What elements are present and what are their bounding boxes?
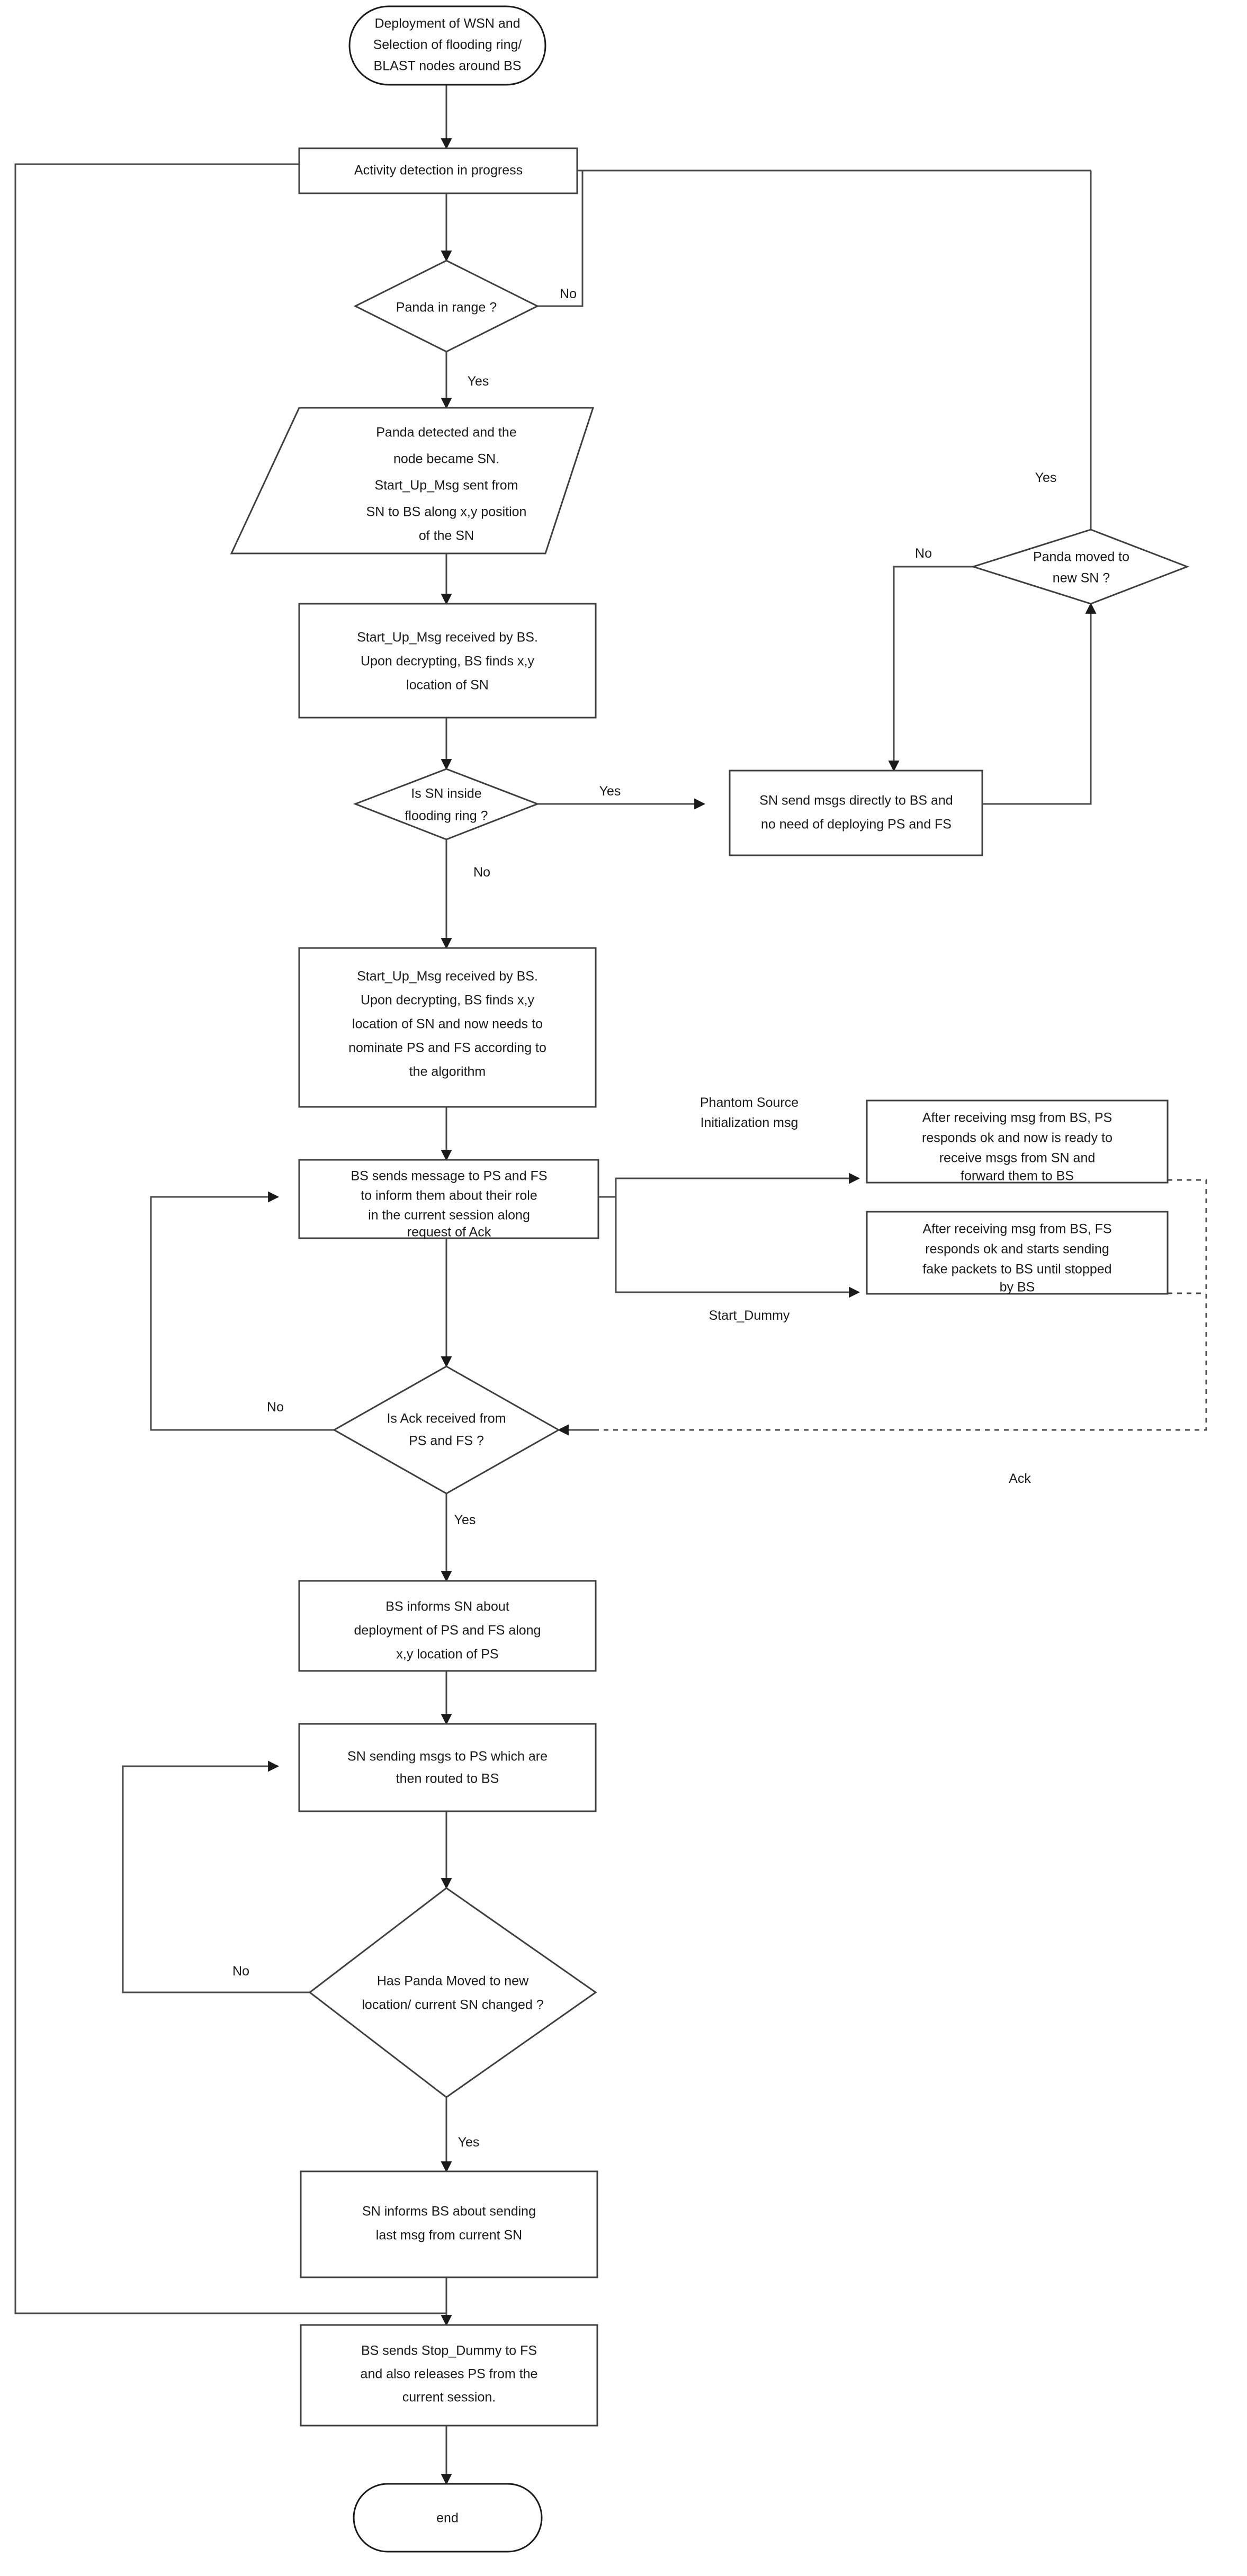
start-line-3: BLAST nodes around BS xyxy=(374,59,522,74)
nominate-line-4: nominate PS and FS according to xyxy=(348,1041,546,1056)
role-line-2: to inform them about their role xyxy=(361,1188,537,1203)
sn-send-direct-box: SN send msgs directly to BS and no need … xyxy=(729,770,983,856)
nominate-line-2: Upon decrypting, BS finds x,y xyxy=(361,993,534,1008)
role-line-1: BS sends message to PS and FS xyxy=(351,1169,547,1184)
panda-moved-line-2: new SN ? xyxy=(1053,571,1110,586)
edge-panda-moved-no xyxy=(888,566,973,772)
ps-line-3: receive msgs from SN and xyxy=(939,1151,1096,1166)
edge-label-no-panda-moved-sn: No xyxy=(915,546,932,561)
sn-informs-bs-box: SN informs BS about sending last msg fro… xyxy=(300,2170,598,2278)
panda-moved-location-decision: Has Panda Moved to new location/ current… xyxy=(308,1887,597,2098)
edge-label-no-panda-range: No xyxy=(560,287,577,301)
start-line-1: Deployment of WSN and xyxy=(374,16,520,31)
sn-direct-line-1: SN send msgs directly to BS and xyxy=(759,793,953,808)
sn-direct-line-2: no need of deploying PS and FS xyxy=(761,817,952,832)
moved-loc-line-1: Has Panda Moved to new xyxy=(377,1974,529,1989)
ack-line-2: PS and FS ? xyxy=(409,1434,484,1448)
edge-panda-range-no-riser xyxy=(537,171,584,307)
edge-label-no-sn-inside: No xyxy=(473,865,490,880)
bs-informs-sn-box: BS informs SN about deployment of PS and… xyxy=(298,1580,597,1672)
edge-label-layer: No Yes Yes No Yes No Phantom Source Init… xyxy=(232,287,1056,2150)
detected-line-3: Start_Up_Msg sent from xyxy=(375,478,518,493)
nominate-line-5: the algorithm xyxy=(409,1065,486,1079)
panda-moved-line-1: Panda moved to xyxy=(1033,550,1129,565)
bs-sends-stop-dummy-box: BS sends Stop_Dummy to FS and also relea… xyxy=(300,2324,598,2427)
fs-line-3: fake packets to BS until stopped xyxy=(922,1262,1111,1277)
edge-label-yes-sn-inside: Yes xyxy=(599,784,621,799)
ack-line-1: Is Ack received from xyxy=(387,1411,506,1426)
edge-label-no-ack: No xyxy=(267,1400,284,1415)
edge-label-phantom-init-line-1: Phantom Source xyxy=(700,1095,799,1110)
sn-inside-line-1: Is SN inside xyxy=(411,786,481,801)
sending-line-1: SN sending msgs to PS which are xyxy=(347,1749,548,1764)
edge-label-yes-panda-moved-loc: Yes xyxy=(458,2135,480,2150)
nominate-line-3: location of SN and now needs to xyxy=(352,1017,543,1032)
startup-line-3: location of SN xyxy=(406,678,489,693)
role-line-4: request of Ack xyxy=(407,1225,491,1240)
stop-line-2: and also releases PS from the xyxy=(361,2367,538,2382)
detected-line-5: of the SN xyxy=(419,529,474,543)
activity-line-1: Activity detection in progress xyxy=(354,163,523,178)
edge-label-yes-panda-moved-sn: Yes xyxy=(1035,470,1057,485)
ps-line-4: forward them to BS xyxy=(961,1169,1074,1184)
connector-layer xyxy=(14,85,1207,2485)
activity-detection-box: Activity detection in progress xyxy=(298,147,578,194)
edge-label-yes-panda-range: Yes xyxy=(468,374,489,389)
end-terminator: end xyxy=(353,2483,543,2553)
ps-line-1: After receiving msg from BS, PS xyxy=(922,1111,1112,1125)
end-label: end xyxy=(436,2511,459,2526)
stop-line-3: current session. xyxy=(402,2390,496,2405)
panda-range-line-1: Panda in range ? xyxy=(396,300,497,315)
informs-line-2: deployment of PS and FS along xyxy=(354,1623,541,1638)
fs-line-1: After receiving msg from BS, FS xyxy=(922,1222,1111,1237)
detected-line-1: Panda detected and the xyxy=(376,425,517,440)
sn-inside-flooding-ring-decision: Is SN inside flooding ring ? xyxy=(353,768,540,840)
edge-label-no-panda-moved-loc: No xyxy=(232,1964,249,1979)
role-line-3: in the current session along xyxy=(368,1208,530,1223)
edge-moved-loc-no xyxy=(122,1760,310,1993)
edge-ack-no xyxy=(150,1191,334,1431)
moved-loc-line-2: location/ current SN changed ? xyxy=(362,1998,543,2012)
fs-line-4: by BS xyxy=(1000,1280,1035,1295)
bs-sends-role-msg-box: BS sends message to PS and FS to inform … xyxy=(298,1159,599,1240)
edge-role-to-ps xyxy=(598,1173,860,1198)
sn-inside-line-2: flooding ring ? xyxy=(405,809,488,824)
panda-in-range-decision: Panda in range ? xyxy=(353,260,540,353)
edge-left-return-rail xyxy=(14,163,447,2314)
start-terminator: Deployment of WSN and Selection of flood… xyxy=(348,5,546,86)
startup-line-2: Upon decrypting, BS finds x,y xyxy=(361,654,534,669)
ack-received-decision: Is Ack received from PS and FS ? xyxy=(332,1365,561,1495)
stop-line-1: BS sends Stop_Dummy to FS xyxy=(361,2344,537,2358)
startup-line-1: Start_Up_Msg received by BS. xyxy=(357,630,538,645)
startup-msg-received-box: Start_Up_Msg received by BS. Upon decryp… xyxy=(298,603,597,719)
edge-label-ack: Ack xyxy=(1009,1471,1031,1486)
sn-informs-line-1: SN informs BS about sending xyxy=(362,2204,536,2219)
edge-label-phantom-init-line-2: Initialization msg xyxy=(701,1115,799,1130)
edge-role-to-fs xyxy=(615,1197,860,1298)
edge-label-start-dummy: Start_Dummy xyxy=(709,1308,790,1323)
edge-ps-ack-dotted xyxy=(582,1179,1207,1431)
sn-informs-line-2: last msg from current SN xyxy=(376,2228,522,2243)
informs-line-3: x,y location of PS xyxy=(396,1647,498,1662)
edge-label-yes-ack: Yes xyxy=(454,1513,476,1527)
sending-line-2: then routed to BS xyxy=(396,1772,499,1786)
sn-sending-msgs-box: SN sending msgs to PS which are then rou… xyxy=(298,1723,597,1812)
edge-sn-direct-to-panda-moved xyxy=(982,602,1097,805)
ps-line-2: responds ok and now is ready to xyxy=(922,1131,1113,1146)
start-line-2: Selection of flooding ring/ xyxy=(373,38,522,52)
nominate-ps-fs-box: Start_Up_Msg received by BS. Upon decryp… xyxy=(298,947,597,1108)
fs-line-2: responds ok and starts sending xyxy=(925,1242,1109,1257)
detected-line-4: SN to BS along x,y position xyxy=(366,505,527,520)
panda-detected-io: Panda detected and the node became SN. S… xyxy=(230,407,595,554)
detected-line-2: node became SN. xyxy=(393,452,499,467)
panda-moved-new-sn-decision: Panda moved to new SN ? xyxy=(971,529,1190,605)
nominate-line-1: Start_Up_Msg received by BS. xyxy=(357,969,538,984)
ps-response-box: After receiving msg from BS, PS responds… xyxy=(866,1099,1169,1184)
informs-line-1: BS informs SN about xyxy=(385,1599,509,1614)
fs-response-box: After receiving msg from BS, FS responds… xyxy=(866,1211,1169,1295)
